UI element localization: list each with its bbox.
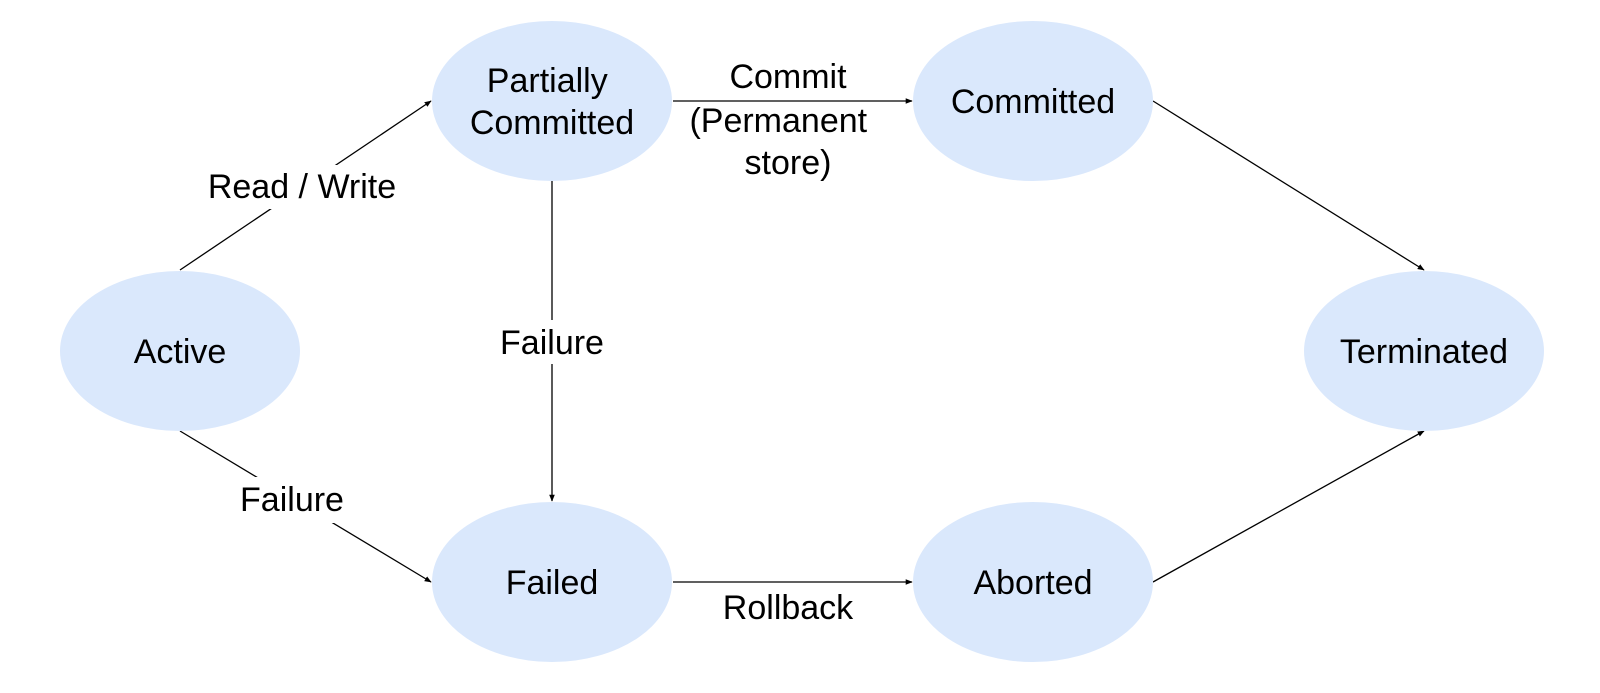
node-label: Partially Committed [470, 62, 634, 142]
edge-label-line: (Permanent [689, 102, 867, 140]
edge-commit: Commit (Permanent store) [673, 58, 913, 184]
node-label-line: Failed [506, 564, 599, 602]
node-label-line: Committed [951, 83, 1115, 121]
node-shape [913, 502, 1153, 662]
edge-committed-terminated [1152, 100, 1425, 271]
node-shape [60, 271, 300, 431]
edge-label-line: store) [745, 144, 832, 182]
edge-label-background [685, 102, 891, 184]
edge-label-read-write: Read / Write [208, 168, 396, 206]
node-label-line: Active [134, 333, 227, 371]
edge-label-failure: Failure [240, 481, 344, 519]
edge-label-line: Failure [240, 481, 344, 519]
edge-label-line: Commit [729, 58, 847, 96]
edge-label-line: Failure [500, 324, 604, 362]
node-shape [432, 21, 672, 181]
edge-label-background [490, 320, 614, 364]
state-node-committed: Committed [913, 21, 1153, 181]
edge-label-background [233, 477, 353, 523]
state-node-failed: Failed [432, 502, 672, 662]
state-node-partially-committed: Partially Committed [432, 21, 672, 181]
edge-label-rollback: Rollback [723, 589, 854, 627]
node-label: Active [134, 333, 227, 371]
edge-label-background [198, 165, 408, 209]
node-shape [1304, 271, 1544, 431]
edge-label-line: Read / Write [208, 168, 396, 206]
node-label: Aborted [973, 564, 1092, 602]
edge-label-commit: Commit [729, 58, 847, 96]
node-label: Terminated [1340, 333, 1508, 371]
edge-read-write: Read / Write [179, 100, 432, 271]
node-shape [913, 21, 1153, 181]
edge-label-failure: Failure [500, 324, 604, 362]
edge-label-commit-detail: (Permanent store) [689, 102, 876, 182]
node-label-line: Terminated [1340, 333, 1508, 371]
edge-line [1152, 100, 1425, 271]
node-label-line: Partially [487, 62, 608, 100]
edge-active-failure: Failure [179, 430, 432, 583]
state-node-aborted: Aborted [913, 502, 1153, 662]
edge-aborted-terminated [1152, 430, 1425, 583]
edge-partially-committed-failure: Failure [490, 181, 614, 502]
edge-line [1152, 430, 1425, 583]
node-label: Committed [951, 83, 1115, 121]
edge-label-line: Rollback [723, 589, 854, 627]
node-label-line: Committed [470, 104, 634, 142]
node-label-line: Aborted [973, 564, 1092, 602]
state-node-terminated: Terminated [1304, 271, 1544, 431]
edge-rollback: Rollback [673, 579, 913, 627]
node-shape [432, 502, 672, 662]
node-label: Failed [506, 564, 599, 602]
state-node-active: Active [60, 271, 300, 431]
